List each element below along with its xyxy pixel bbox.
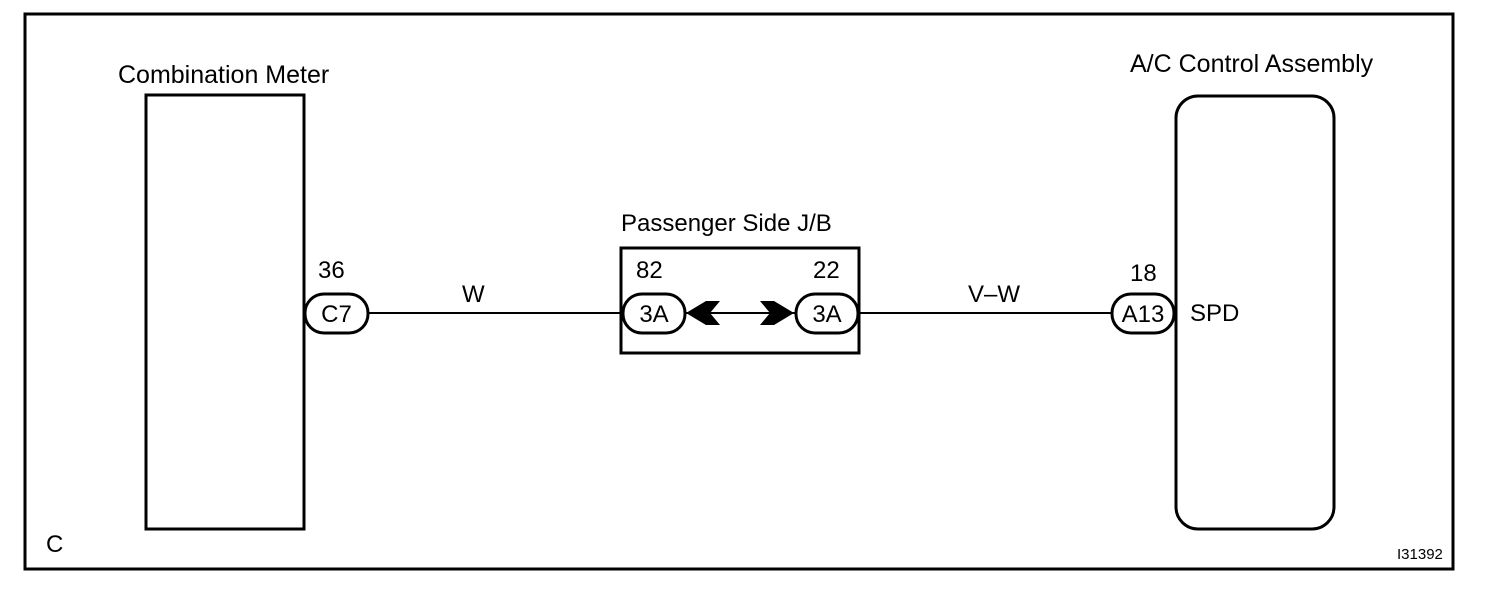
combination-meter-box (144, 93, 306, 531)
diagram-frame (23, 12, 1455, 571)
figure-id: I31392 (1397, 546, 1443, 563)
connector-jb-left (621, 292, 687, 335)
connector-a13-pin: 18 (1130, 260, 1157, 287)
connector-a13 (1110, 292, 1176, 335)
terminal-arrow-left-icon (686, 301, 720, 325)
wire-color-right: V–W (968, 281, 1020, 308)
connector-jb-left-pin: 82 (636, 257, 663, 284)
connector-jb-left-code: 3A (639, 301, 668, 328)
connector-a13-code: A13 (1122, 301, 1165, 328)
connector-c7-code: C7 (321, 301, 352, 328)
corner-letter: C (46, 531, 63, 558)
connector-jb-right (794, 292, 860, 335)
connector-c7 (303, 292, 370, 335)
ac-control-assembly-title: A/C Control Assembly (1130, 50, 1374, 78)
spd-terminal-label: SPD (1190, 300, 1239, 327)
connector-jb-right-code: 3A (812, 301, 841, 328)
connector-c7-pin: 36 (318, 257, 345, 284)
junction-block-title: Passenger Side J/B (621, 210, 832, 237)
terminal-arrow-right-icon (760, 301, 794, 325)
ac-control-assembly-box (1174, 94, 1336, 531)
connector-jb-right-pin: 22 (813, 257, 840, 284)
wire-color-left: W (462, 281, 485, 308)
combination-meter-title: Combination Meter (118, 61, 329, 89)
